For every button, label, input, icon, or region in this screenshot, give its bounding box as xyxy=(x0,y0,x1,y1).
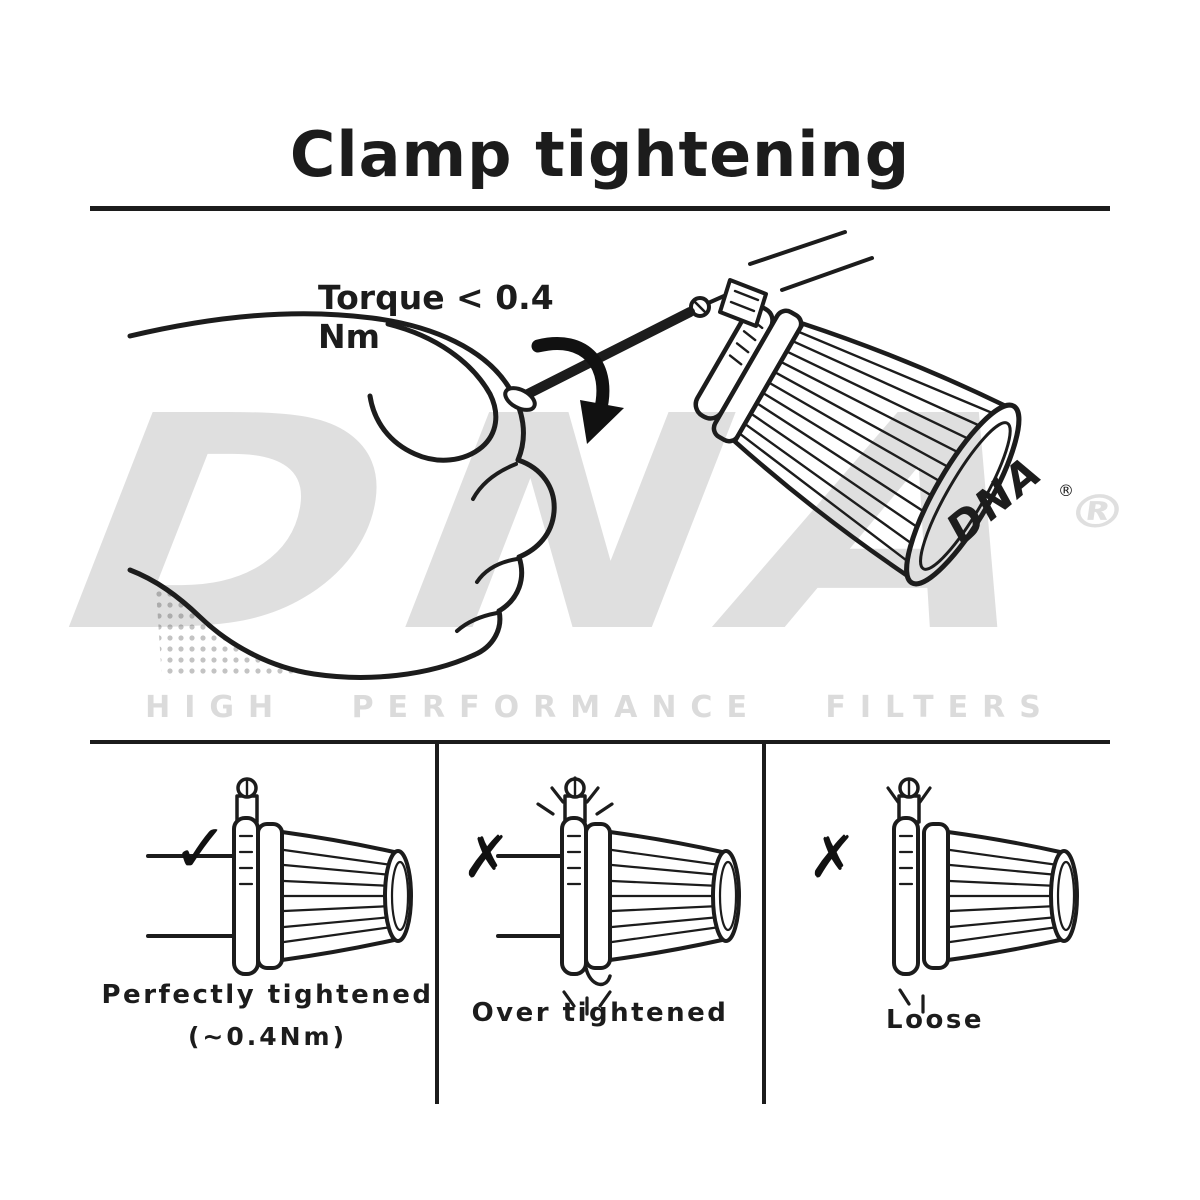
finger-crease-1 xyxy=(471,462,518,501)
panel-divider-1 xyxy=(435,742,439,1104)
panel-divider-2 xyxy=(762,742,766,1104)
panel-perfect-illustration xyxy=(146,777,413,976)
end-cap xyxy=(711,849,741,943)
pleats xyxy=(948,848,1060,944)
page-title: Clamp tightening xyxy=(289,118,911,191)
pleats xyxy=(282,848,394,944)
end-cap-inner-ring xyxy=(390,860,410,932)
hand-illustration xyxy=(127,311,557,680)
screw-slot xyxy=(693,300,707,314)
panel-loose-label: Loose xyxy=(886,1005,984,1035)
clamp-band xyxy=(892,816,920,976)
torque-label: Torque < 0.4 Nm xyxy=(318,278,554,356)
knuckle-3 xyxy=(471,608,503,658)
end-cap-inner-ring xyxy=(718,860,738,932)
panel-over-tightened-illustration xyxy=(496,776,741,1016)
hand-bottom-contour xyxy=(127,567,477,680)
screwdriver-ferrule xyxy=(503,386,537,412)
filter-end-cap xyxy=(904,402,1022,587)
watermark-tagline: HIGH PERFORMANCE FILTERS xyxy=(145,690,1055,725)
title-divider xyxy=(90,206,1110,211)
rotation-arrow-icon xyxy=(531,337,624,444)
panel-over-tightened-label: Over tightened xyxy=(471,998,729,1028)
cross-mark-loose: ✗ xyxy=(808,823,857,891)
air-filter xyxy=(693,304,1022,587)
knuckle-1 xyxy=(515,457,557,560)
finger-crease-2 xyxy=(475,557,519,584)
cross-mark-over: ✗ xyxy=(462,823,511,891)
end-cap-inner-ring xyxy=(1056,860,1076,932)
deformed-rubber-bulge xyxy=(584,966,612,987)
rubber-flange xyxy=(584,822,612,970)
screwdriver xyxy=(503,307,695,412)
rattle-burst-bottom xyxy=(898,988,925,1014)
clamp-band xyxy=(232,816,260,976)
pleats xyxy=(610,848,722,944)
rubber-flange xyxy=(922,822,950,970)
clamp-screw-assembly xyxy=(689,278,768,328)
clamp-perforations xyxy=(238,834,254,886)
knuckle-2 xyxy=(496,554,525,614)
panel-perfect-label: Perfectly tightened xyxy=(101,980,434,1010)
finger-crease-3 xyxy=(455,611,499,633)
stress-burst-bottom xyxy=(562,990,612,1016)
hand-top-contour xyxy=(127,311,526,463)
clamp-perforations xyxy=(566,834,582,886)
end-cap xyxy=(1049,849,1079,943)
screwdriver-shaft xyxy=(511,307,695,405)
rubber-flange xyxy=(256,822,284,970)
worm-gear-housing xyxy=(718,278,768,328)
panel-perfect-sublabel: (~0.4Nm) xyxy=(187,1022,348,1051)
main-illustration: DNA ® xyxy=(127,230,1074,680)
pipe-lines xyxy=(496,854,566,938)
housing-detail xyxy=(729,289,760,313)
inlet-pipe xyxy=(748,230,874,292)
bottom-section-divider xyxy=(90,740,1110,744)
end-cap xyxy=(383,849,413,943)
clamp-perforations xyxy=(898,834,914,886)
check-mark: ✓ xyxy=(172,810,229,889)
clamp-band xyxy=(560,816,588,976)
end-cap-registered-mark: ® xyxy=(1058,481,1074,500)
end-cap-inner-ring xyxy=(919,421,1012,571)
panel-loose-illustration xyxy=(886,777,1079,1014)
pipe-lines xyxy=(146,854,238,938)
filter-pleats xyxy=(739,331,999,566)
thumb xyxy=(367,321,499,463)
